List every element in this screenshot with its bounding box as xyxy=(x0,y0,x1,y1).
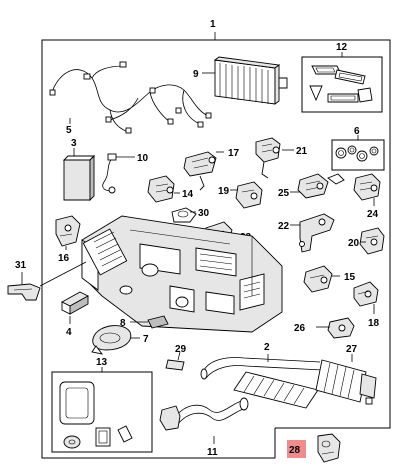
leader-29 xyxy=(177,351,181,361)
callout-18[interactable]: 18 xyxy=(368,318,380,329)
callout-26[interactable]: 26 xyxy=(294,323,306,334)
actuator-20 xyxy=(359,227,385,255)
callout-1[interactable]: 1 xyxy=(210,19,216,30)
callout-28[interactable]: 28 xyxy=(289,445,301,456)
callout-17[interactable]: 17 xyxy=(228,148,240,159)
bracket-16 xyxy=(55,215,81,247)
callout-5[interactable]: 5 xyxy=(66,125,72,136)
callout-10[interactable]: 10 xyxy=(137,153,149,164)
callout-25[interactable]: 25 xyxy=(278,188,290,199)
actuator-17 xyxy=(183,151,217,191)
actuator-26 xyxy=(327,317,355,339)
heater-core-2 xyxy=(200,357,323,409)
o-rings-6 xyxy=(335,145,379,162)
callout-22[interactable]: 22 xyxy=(278,221,290,232)
callout-24[interactable]: 24 xyxy=(367,209,379,220)
sensor-10 xyxy=(102,153,117,194)
callout-27[interactable]: 27 xyxy=(346,344,358,355)
callout-31[interactable]: 31 xyxy=(15,260,27,271)
wiring-harness-5 xyxy=(49,61,212,134)
duct-clip-31 xyxy=(7,283,41,301)
callout-28-highlight xyxy=(287,440,306,458)
callout-21[interactable]: 21 xyxy=(296,146,308,157)
callout-29[interactable]: 29 xyxy=(175,344,187,355)
callout-15[interactable]: 15 xyxy=(344,272,356,283)
bracket-22 xyxy=(299,213,335,253)
seal-kit-13 xyxy=(59,381,133,449)
kit-box-12 xyxy=(301,56,383,113)
callout-20[interactable]: 20 xyxy=(348,238,360,249)
actuator-24 xyxy=(353,173,381,201)
grommet-30 xyxy=(171,207,197,223)
actuator-14 xyxy=(147,175,175,203)
callout-6[interactable]: 6 xyxy=(354,126,360,137)
heater-core-27 xyxy=(315,359,377,405)
callout-7[interactable]: 7 xyxy=(143,334,149,345)
actuator-25 xyxy=(297,173,345,199)
callout-3[interactable]: 3 xyxy=(71,138,77,149)
callout-8[interactable]: 8 xyxy=(120,318,126,329)
callout-16[interactable]: 16 xyxy=(58,253,70,264)
leader-31-to-housing xyxy=(39,261,87,287)
callout-4[interactable]: 4 xyxy=(66,327,72,338)
sensor-4 xyxy=(61,291,89,315)
callout-11[interactable]: 11 xyxy=(207,447,218,458)
callout-2[interactable]: 2 xyxy=(264,342,270,353)
clip-29 xyxy=(165,359,185,371)
assembly-frame xyxy=(41,39,391,459)
actuator-18 xyxy=(353,281,379,307)
cabin-filter-3 xyxy=(62,154,96,202)
pipe-assembly-11 xyxy=(159,397,249,431)
vent-duct-7 xyxy=(91,325,132,355)
seal-kit-12 xyxy=(309,65,373,103)
callout-12[interactable]: 12 xyxy=(336,42,348,53)
callout-13[interactable]: 13 xyxy=(96,357,108,368)
evaporator-9 xyxy=(213,56,288,105)
foam-seal-8 xyxy=(147,315,169,329)
actuator-21 xyxy=(255,137,281,179)
callout-19[interactable]: 19 xyxy=(218,186,230,197)
actuator-15 xyxy=(303,265,333,293)
callout-9[interactable]: 9 xyxy=(193,69,199,80)
valve-28 xyxy=(317,433,341,463)
hvac-housing xyxy=(81,215,283,333)
actuator-19 xyxy=(235,181,263,209)
callout-14[interactable]: 14 xyxy=(182,189,194,200)
callout-30[interactable]: 30 xyxy=(198,208,210,219)
